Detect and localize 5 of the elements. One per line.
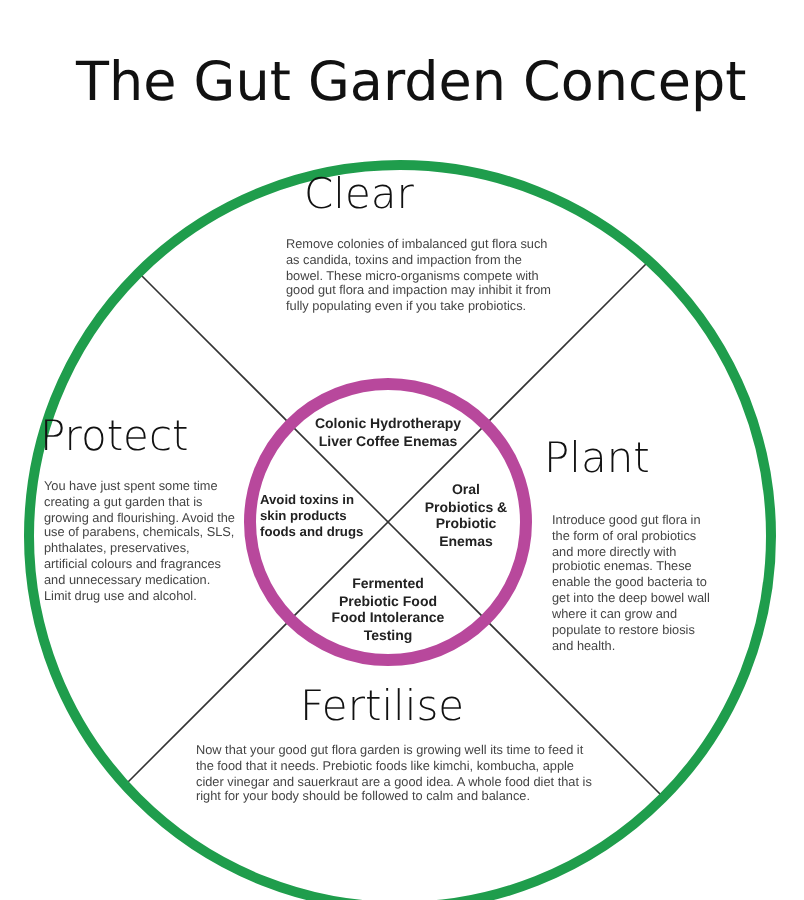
section-heading: Plant bbox=[544, 434, 650, 482]
section-heading: Clear bbox=[304, 170, 414, 218]
title: The Gut Garden Concept bbox=[76, 52, 747, 114]
section-heading: Protect bbox=[40, 412, 189, 460]
section-heading: Fertilise bbox=[300, 682, 465, 730]
